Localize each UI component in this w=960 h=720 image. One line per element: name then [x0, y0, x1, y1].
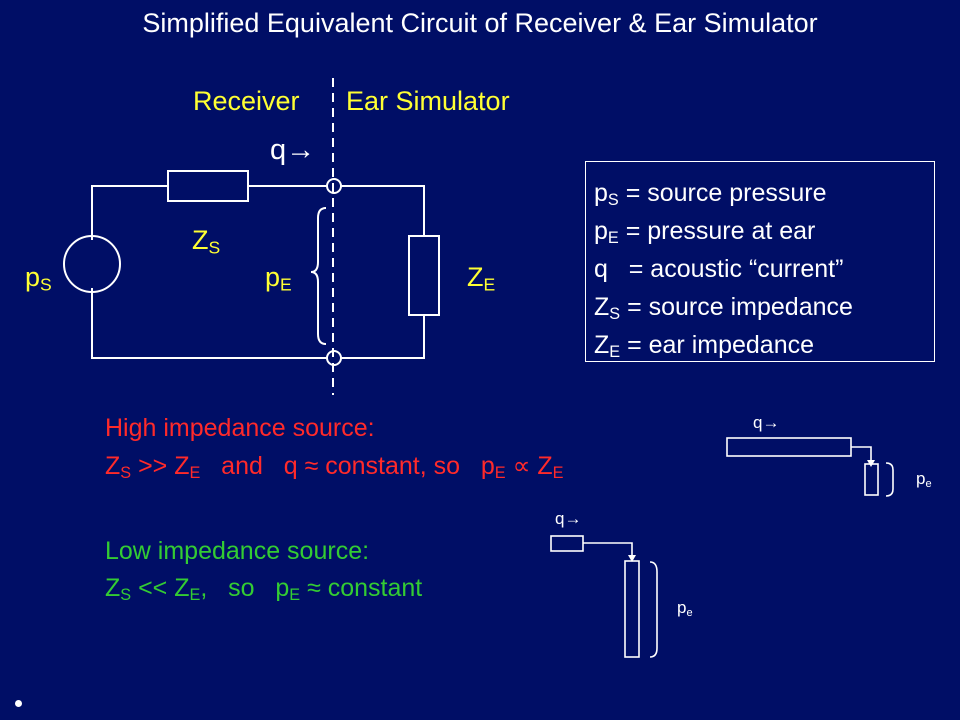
mini-low-q-label: q→: [555, 509, 582, 528]
mini-high-q-label: q→: [753, 413, 780, 432]
pe-brace: [310, 207, 327, 345]
arrow-right-icon: →: [286, 134, 316, 166]
high-impedance-heading: High impedance source:: [105, 414, 375, 442]
ze-label: ZE: [467, 262, 496, 295]
legend-item-pe: pE = pressure at ear: [594, 217, 816, 248]
legend-item-ps: pS = source pressure: [594, 179, 827, 210]
mini-low-brace: [649, 561, 658, 658]
bullet-dot: [15, 700, 22, 707]
zs-resistor: [167, 170, 249, 202]
q-current-label: q→: [270, 134, 315, 167]
mini-low-load: [624, 560, 640, 658]
low-impedance-equation: ZS << ZE, so pE ≈ constant: [105, 574, 423, 605]
bottom-terminal: [326, 350, 342, 366]
mini-low-wire: [583, 542, 633, 555]
bottom-right-wire: [341, 315, 425, 359]
mini-high-brace: [885, 462, 894, 497]
legend-item-zs: ZS = source impedance: [594, 293, 853, 324]
legend-item-q: q = acoustic “current”: [594, 255, 844, 283]
q-label: q: [270, 134, 287, 166]
ear-simulator-label: Ear Simulator: [346, 86, 510, 116]
legend-item-ze: ZE = ear impedance: [594, 331, 814, 362]
mini-low-arrowhead: [628, 555, 636, 562]
ps-label: pS: [25, 262, 52, 295]
mini-high-pe-label: pe: [916, 469, 932, 490]
page-title: Simplified Equivalent Circuit of Receive…: [142, 8, 818, 38]
high-impedance-equation: ZS >> ZE and q ≈ constant, so pE ∝ ZE: [105, 452, 564, 483]
mini-high-wire: [851, 446, 872, 460]
arrow-right-icon: →: [762, 413, 780, 432]
ze-resistor: [408, 235, 440, 316]
mini-low-source: [550, 535, 584, 552]
mini-high-source: [726, 437, 852, 457]
low-impedance-heading: Low impedance source:: [105, 537, 370, 565]
mini-high-load: [864, 463, 879, 496]
top-right-wire: [341, 185, 425, 236]
top-left-wire: [91, 185, 168, 240]
mini-high-arrowhead: [867, 460, 875, 467]
zs-label: ZS: [192, 225, 221, 258]
mini-high-diagram: [726, 437, 894, 497]
mini-low-pe-label: pe: [677, 598, 693, 619]
legend-box: pS = source pressure pE = pressure at ea…: [585, 161, 935, 362]
receiver-label: Receiver: [193, 86, 300, 116]
arrow-right-icon: →: [564, 509, 582, 528]
mini-low-diagram: [550, 535, 658, 658]
source-circle: [63, 235, 121, 293]
top-terminal: [326, 178, 342, 194]
bottom-wire: [91, 288, 328, 359]
pe-label: pE: [265, 262, 292, 295]
